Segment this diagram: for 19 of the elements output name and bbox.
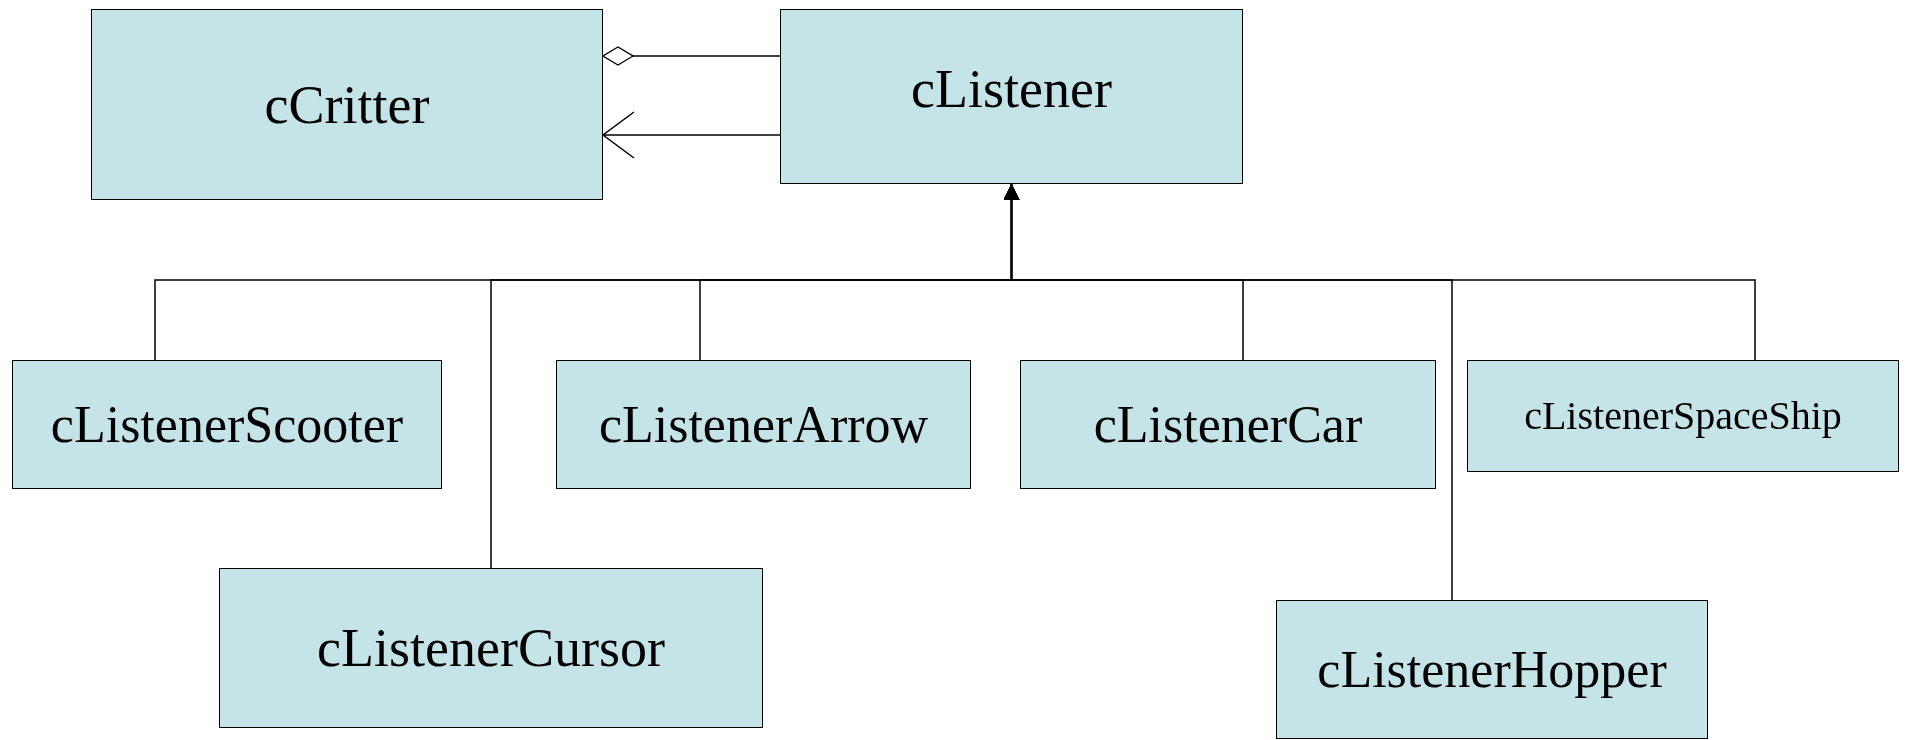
aggregation-connector [602,46,781,66]
class-box [780,9,1243,184]
class-box [556,360,971,489]
class-box [91,9,603,200]
class-name: cListenerArrow [598,398,929,451]
class-box [1467,360,1899,472]
class-name: cCritter [264,77,430,132]
class-name: cListenerScooter [50,398,404,451]
class-name: cListener [911,61,1112,116]
class-name: cListenerHopper [1317,643,1667,696]
class-box [219,568,763,728]
class-name: cListenerCursor [317,621,665,675]
arrow [1003,183,1756,361]
class-box [1020,360,1436,489]
class-box [12,360,442,489]
class-name: cListenerCar [1093,398,1363,451]
class-name: cListenerSpaceShip [1524,396,1842,436]
class-box [1276,600,1708,739]
arrow [602,111,781,159]
